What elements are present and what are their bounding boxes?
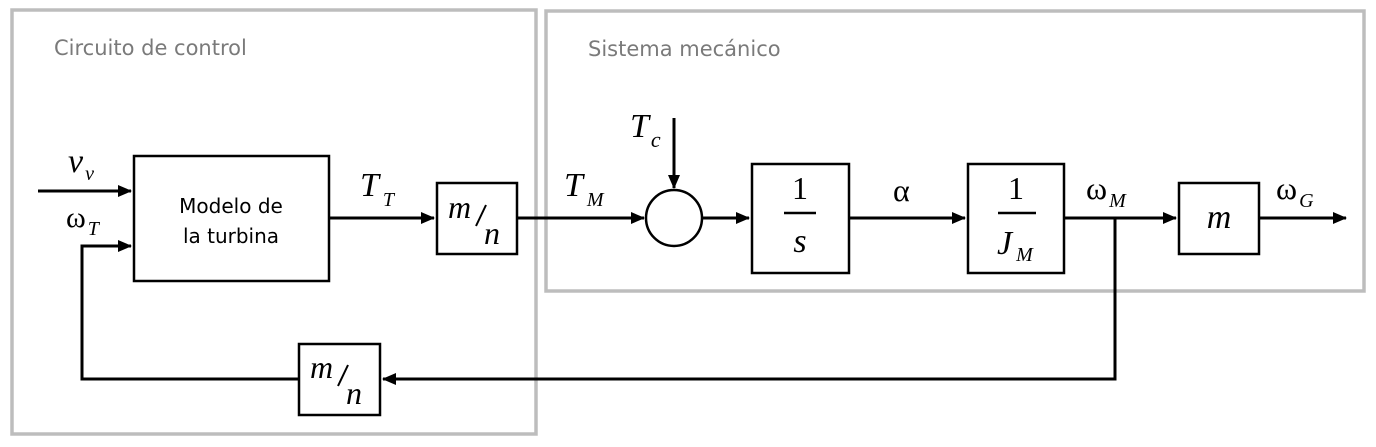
turbine-label-line2: la turbina — [183, 224, 279, 248]
control-circuit-label: Circuito de control — [54, 36, 247, 60]
feedback-wire-right — [382, 218, 1117, 385]
gear-ratio-num: m — [448, 189, 471, 225]
mechanical-system-frame — [544, 9, 1366, 293]
feedback-wire-left — [80, 240, 298, 381]
integrator-den: s — [793, 223, 806, 260]
mechanical-system-label: Sistema mecánico — [588, 37, 781, 61]
gain-label: m — [1207, 199, 1232, 236]
gear-ratio-den: n — [484, 215, 500, 251]
inertia-block — [966, 162, 1066, 275]
feedback-ratio-den: n — [346, 375, 362, 411]
feedback-gear-ratio-block — [297, 342, 382, 417]
feedback-ratio-slash — [337, 364, 349, 387]
inertia-num: 1 — [1008, 170, 1024, 206]
gear-ratio-slash — [475, 204, 487, 227]
turbine-label-line1: Modelo de — [179, 194, 283, 218]
Tc-label: Tc — [630, 108, 661, 152]
gear-ratio-block — [435, 181, 519, 256]
feedback-ratio-num: m — [310, 349, 333, 385]
alpha-label: α — [893, 172, 910, 208]
integrator-num: 1 — [792, 170, 808, 206]
turbine-model-block — [132, 154, 331, 283]
summing-junction — [644, 188, 704, 248]
control-circuit-frame — [10, 8, 538, 436]
